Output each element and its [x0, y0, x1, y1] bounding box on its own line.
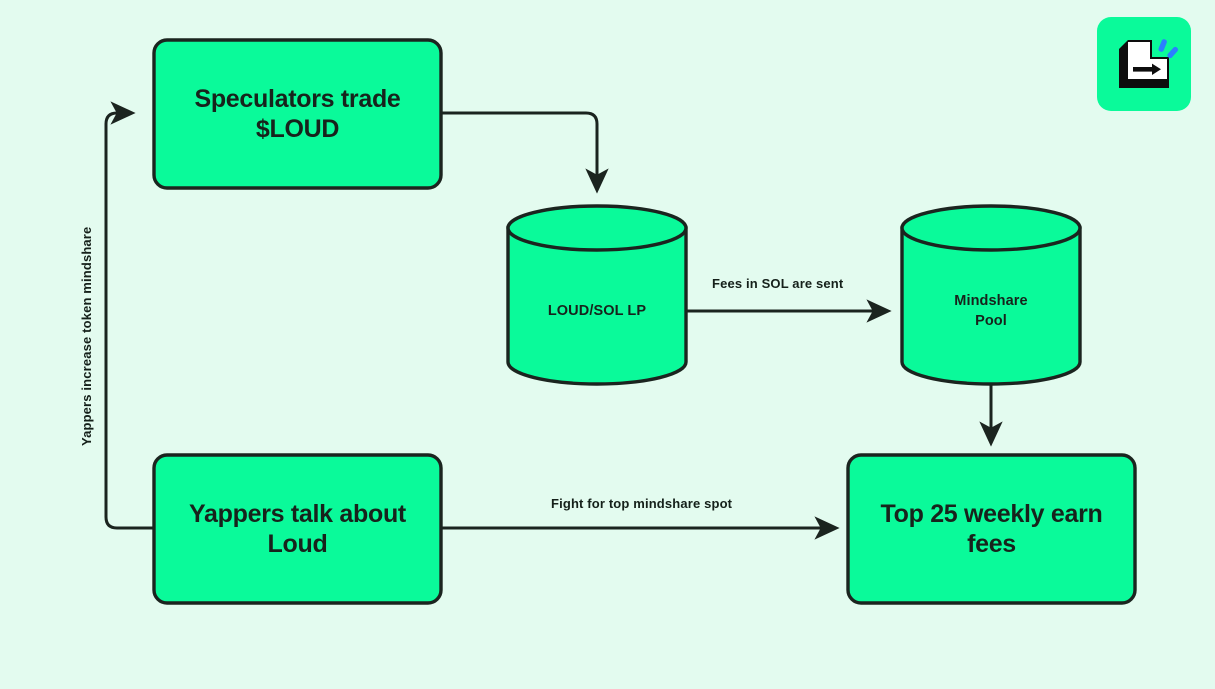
sparkle-icon	[1158, 39, 1179, 59]
app-logo[interactable]	[1097, 17, 1191, 111]
node-yappers[interactable]	[152, 453, 443, 605]
node-loud-sol-lp[interactable]	[506, 204, 688, 386]
node-mindshare-pool[interactable]	[900, 204, 1082, 386]
edge-layer	[104, 101, 1003, 540]
node-layer	[152, 38, 1137, 605]
edge-speculators-to-lp	[441, 111, 609, 194]
edge-feedback-loop	[104, 101, 153, 530]
node-speculators[interactable]	[152, 38, 443, 190]
document-arrow-icon	[1119, 39, 1179, 88]
node-top25[interactable]	[846, 453, 1137, 605]
